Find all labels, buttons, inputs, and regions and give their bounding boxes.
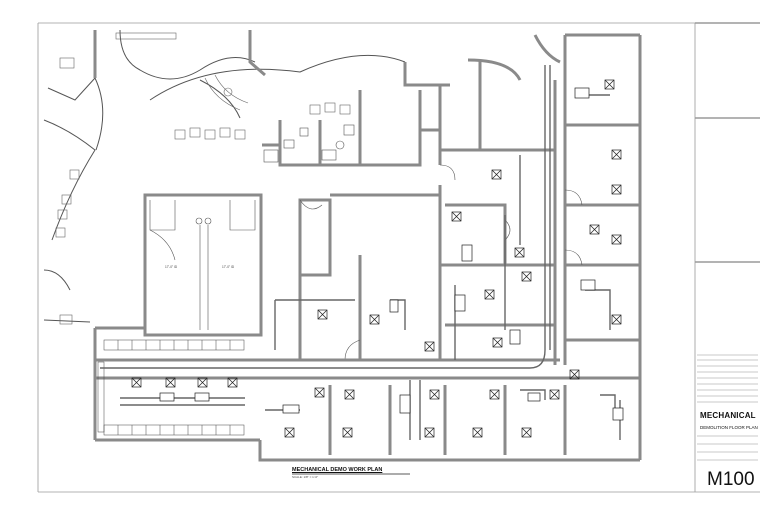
ductwork (100, 65, 621, 440)
sheet-number: M100 (707, 469, 755, 490)
plan-scale: SCALE: 1/8" = 1'-0" (292, 475, 319, 479)
office-door-swings (299, 164, 583, 361)
plan-title: MECHANICAL DEMO WORK PLAN (292, 467, 383, 473)
lobby-thick-walls (93, 30, 561, 87)
diffusers (131, 79, 622, 438)
restroom-core (262, 90, 442, 167)
lobby-furniture (55, 32, 351, 325)
office-wing-walls (438, 33, 642, 460)
vav-boxes (159, 87, 624, 421)
central-rooms (143, 185, 555, 360)
lobby-walls (43, 29, 406, 323)
sheet-title: MECHANICAL (700, 411, 756, 420)
sheet-border (37, 22, 760, 493)
restroom-fixtures (263, 124, 355, 163)
room-label: 17'-0" ID (165, 265, 178, 269)
sheet-subtitle: DEMOLITION FLOOR PLAN (700, 425, 758, 430)
central-room-interior (149, 200, 256, 330)
ceiling-grid (97, 339, 245, 436)
room-label: 17'-0" ID (222, 265, 235, 269)
corridor-walls (93, 326, 640, 462)
title-block-lines (697, 354, 758, 461)
